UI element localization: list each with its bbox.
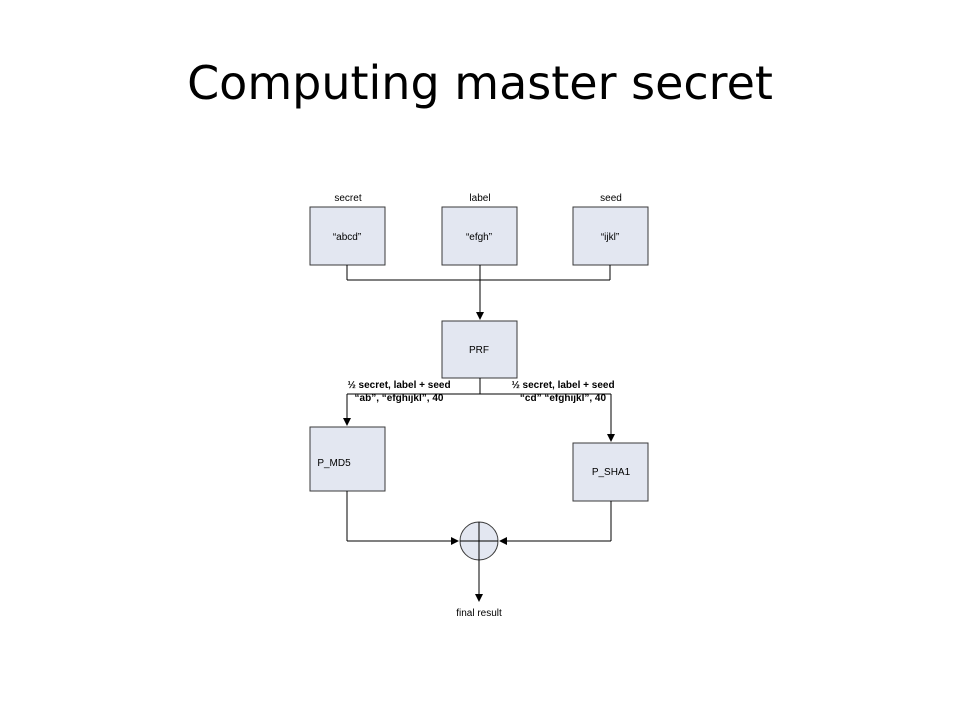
secret-box: “abcd”	[309, 206, 386, 266]
left-branch-line2: “ab”, “efghijkl”, 40	[355, 393, 444, 404]
seed-value: “ijkl”	[601, 232, 619, 243]
p-sha1-box: P_SHA1	[572, 442, 649, 502]
p-md5-box: P_MD5	[309, 426, 386, 492]
split-connector	[343, 378, 615, 442]
seed-label: seed	[600, 193, 622, 204]
p-md5-label: P_MD5	[317, 458, 351, 469]
label-box: “efgh”	[441, 206, 518, 266]
inputs-connector	[346, 265, 611, 320]
left-branch-line1: ½ secret, label + seed	[347, 380, 450, 391]
seed-box: “ijkl”	[572, 206, 649, 266]
page-title: Computing master secret	[187, 56, 773, 110]
right-branch-line2: “cd” “efghijkl”, 40	[520, 393, 607, 404]
secret-label: secret	[334, 193, 361, 204]
final-result-label: final result	[456, 608, 502, 619]
xor-combiner-icon	[459, 521, 499, 561]
prf-box: PRF	[441, 320, 518, 379]
prf-label: PRF	[469, 345, 489, 356]
secret-value: “abcd”	[333, 232, 361, 243]
label-value: “efgh”	[466, 232, 492, 243]
p-sha1-label: P_SHA1	[592, 467, 631, 478]
xor-inputs	[346, 491, 612, 545]
label-label: label	[469, 193, 490, 204]
right-branch-line1: ½ secret, label + seed	[511, 380, 614, 391]
